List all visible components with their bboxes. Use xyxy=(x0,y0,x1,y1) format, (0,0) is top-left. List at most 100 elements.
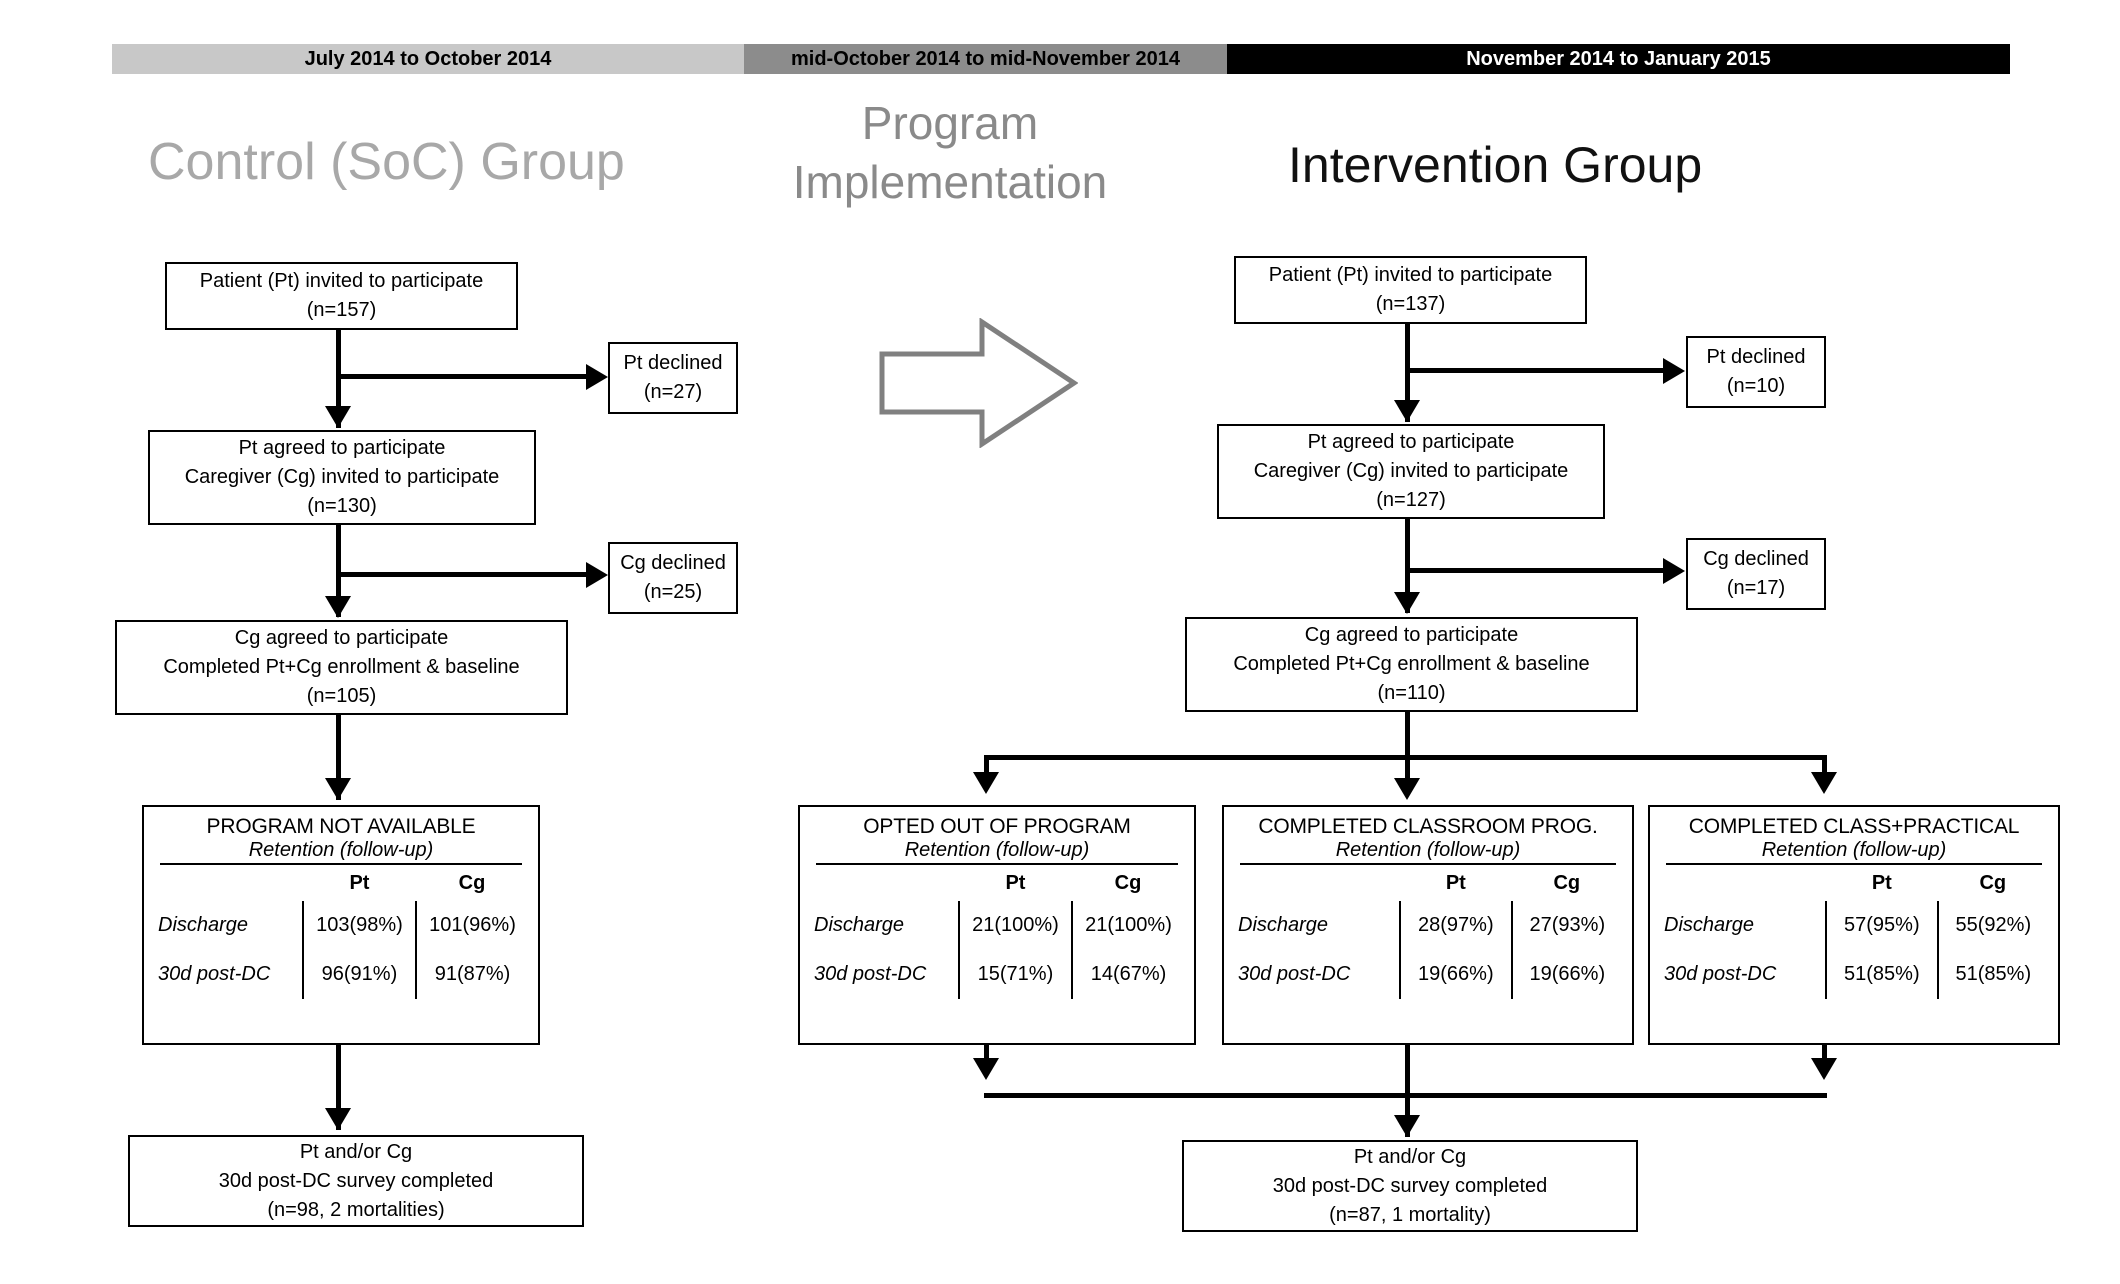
control-arrow-invited-to-agreed-line xyxy=(336,330,341,428)
control-cg-declined-box: Cg declined (n=25) xyxy=(608,542,738,614)
intervention-split-leg-right xyxy=(1822,755,1827,781)
table-header-row: Pt Cg xyxy=(810,867,1184,901)
timeline-segment-phase3: November 2014 to January 2015 xyxy=(1227,44,2010,74)
cell-cg: 101(96%) xyxy=(415,901,528,950)
intervention-arrow-cg-declined-line xyxy=(1407,568,1665,573)
column-header-pt: Pt xyxy=(1445,872,1466,894)
control-arrow-cg-declined-line xyxy=(338,572,588,577)
table-row: Discharge 28(97%) 27(93%) xyxy=(1234,901,1622,950)
control-pt-declined-box: Pt declined (n=27) xyxy=(608,342,738,414)
table-row: 30d post-DC 19(66%) 19(66%) xyxy=(1234,950,1622,999)
control-arrow-agreed-to-cg-head xyxy=(325,596,351,618)
control-arrow-pt-declined-head xyxy=(586,364,608,390)
column-header-pt: Pt xyxy=(1871,872,1892,894)
retention-table: Pt Cg Discharge 103(98%) 101(96%) 30d po… xyxy=(154,867,528,999)
control-pt-agreed-box: Pt agreed to participate Caregiver (Cg) … xyxy=(148,430,536,525)
intervention-arrow-invited-to-agreed-line xyxy=(1405,324,1410,422)
row-label: 30d post-DC xyxy=(814,963,927,985)
intervention-pt-invited-box: Patient (Pt) invited to participate (n=1… xyxy=(1234,256,1587,324)
program-implementation-title: Program Implementation xyxy=(792,97,1108,208)
column-header-cg: Cg xyxy=(1979,872,2007,894)
intervention-merge-leg-right xyxy=(1822,1045,1827,1067)
control-arrow-cg-declined-head xyxy=(586,562,608,588)
intervention-pt-declined-box: Pt declined (n=10) xyxy=(1686,336,1826,408)
timeline-segment-phase1: July 2014 to October 2014 xyxy=(112,44,744,74)
row-label: Discharge xyxy=(158,914,249,936)
retention-table: Pt Cg Discharge 57(95%) 55(92%) 30d post… xyxy=(1660,867,2048,999)
cell-cg: 14(67%) xyxy=(1071,950,1184,999)
rowhead-blank xyxy=(154,867,303,901)
control-arrow-to-retention-line xyxy=(336,715,341,800)
intervention-split-stem xyxy=(1405,712,1410,756)
table-row: Discharge 103(98%) 101(96%) xyxy=(154,901,528,950)
cell-cg: 19(66%) xyxy=(1510,950,1622,999)
control-arrow-to-retention-head xyxy=(325,778,351,800)
control-final-survey-box: Pt and/or Cg 30d post-DC survey complete… xyxy=(128,1135,584,1227)
control-cg-agreed-box: Cg agreed to participate Completed Pt+Cg… xyxy=(115,620,568,715)
intervention-arrow-agreed-to-cg-line xyxy=(1405,519,1410,613)
column-header-cg: Cg xyxy=(1553,872,1581,894)
cell-cg: 51(85%) xyxy=(1936,950,2048,999)
cell-cg: 55(92%) xyxy=(1936,901,2048,950)
table-header-row: Pt Cg xyxy=(154,867,528,901)
intervention-split-arrow-mid xyxy=(1394,778,1420,800)
intervention-group-title: Intervention Group xyxy=(1288,137,1703,193)
intervention-arrow-pt-declined-head xyxy=(1663,358,1685,384)
rowhead-blank xyxy=(810,867,959,901)
intervention-merge-leg-left xyxy=(984,1045,989,1067)
intervention-cg-declined-box: Cg declined (n=17) xyxy=(1686,538,1826,610)
program-implementation-arrow-icon xyxy=(879,318,1078,448)
cell-pt: 103(98%) xyxy=(301,901,417,950)
intervention-merge-stem xyxy=(1405,1045,1410,1137)
retention-table-completed-class-practical: COMPLETED CLASS+PRACTICAL Retention (fol… xyxy=(1648,805,2060,1045)
intervention-split-leg-left xyxy=(984,755,989,781)
cell-cg: 91(87%) xyxy=(415,950,528,999)
column-header-cg: Cg xyxy=(458,872,486,894)
row-label: Discharge xyxy=(1238,914,1329,936)
cell-pt: 21(100%) xyxy=(957,901,1073,950)
cell-pt: 51(85%) xyxy=(1825,950,1938,999)
retention-table-completed-classroom-prog: COMPLETED CLASSROOM PROG. Retention (fol… xyxy=(1222,805,1634,1045)
intervention-merge-arrow-mid xyxy=(1394,1115,1420,1137)
row-label: Discharge xyxy=(814,914,905,936)
retention-table: Pt Cg Discharge 28(97%) 27(93%) 30d post… xyxy=(1234,867,1622,999)
retention-table: Pt Cg Discharge 21(100%) 21(100%) 30d po… xyxy=(810,867,1184,999)
intervention-split-arrow-right xyxy=(1811,772,1837,794)
table-row: Discharge 57(95%) 55(92%) xyxy=(1660,901,2048,950)
control-arrow-to-final-line xyxy=(336,1045,341,1130)
row-label: Discharge xyxy=(1664,914,1755,936)
rowhead-blank xyxy=(1660,867,1826,901)
cell-cg: 21(100%) xyxy=(1071,901,1184,950)
intervention-merge-arrow-right xyxy=(1811,1058,1837,1080)
rowhead-blank xyxy=(1234,867,1400,901)
intervention-arrow-invited-to-agreed-head xyxy=(1394,400,1420,422)
intervention-cg-agreed-box: Cg agreed to participate Completed Pt+Cg… xyxy=(1185,617,1638,712)
table-row: 30d post-DC 51(85%) 51(85%) xyxy=(1660,950,2048,999)
retention-table-program-not-available: PROGRAM NOT AVAILABLE Retention (follow-… xyxy=(142,805,540,1045)
cell-cg: 27(93%) xyxy=(1510,901,1622,950)
intervention-arrow-pt-declined-line xyxy=(1407,368,1665,373)
intervention-arrow-agreed-to-cg-head xyxy=(1394,592,1420,614)
row-label: 30d post-DC xyxy=(1238,963,1351,985)
column-header-pt: Pt xyxy=(1005,872,1026,894)
cell-pt: 57(95%) xyxy=(1825,901,1938,950)
retention-table-opted-out-of-program: OPTED OUT OF PROGRAM Retention (follow-u… xyxy=(798,805,1196,1045)
table-row: 30d post-DC 15(71%) 14(67%) xyxy=(810,950,1184,999)
row-label: 30d post-DC xyxy=(158,963,271,985)
intervention-split-arrow-left xyxy=(973,772,999,794)
table-row: 30d post-DC 96(91%) 91(87%) xyxy=(154,950,528,999)
control-group-title: Control (SoC) Group xyxy=(148,133,625,191)
table-row: Discharge 21(100%) 21(100%) xyxy=(810,901,1184,950)
intervention-pt-agreed-box: Pt agreed to participate Caregiver (Cg) … xyxy=(1217,424,1605,519)
study-timeline: July 2014 to October 2014 mid-October 20… xyxy=(112,44,2010,74)
control-pt-invited-box: Patient (Pt) invited to participate (n=1… xyxy=(165,262,518,330)
cell-pt: 19(66%) xyxy=(1399,950,1512,999)
control-arrow-agreed-to-cg-line xyxy=(336,525,341,617)
cell-pt: 15(71%) xyxy=(957,950,1073,999)
cell-pt: 96(91%) xyxy=(301,950,417,999)
control-arrow-to-final-head xyxy=(325,1108,351,1130)
table-header-row: Pt Cg xyxy=(1660,867,2048,901)
control-arrow-invited-to-agreed-head xyxy=(325,406,351,428)
control-arrow-pt-declined-line xyxy=(338,374,588,379)
